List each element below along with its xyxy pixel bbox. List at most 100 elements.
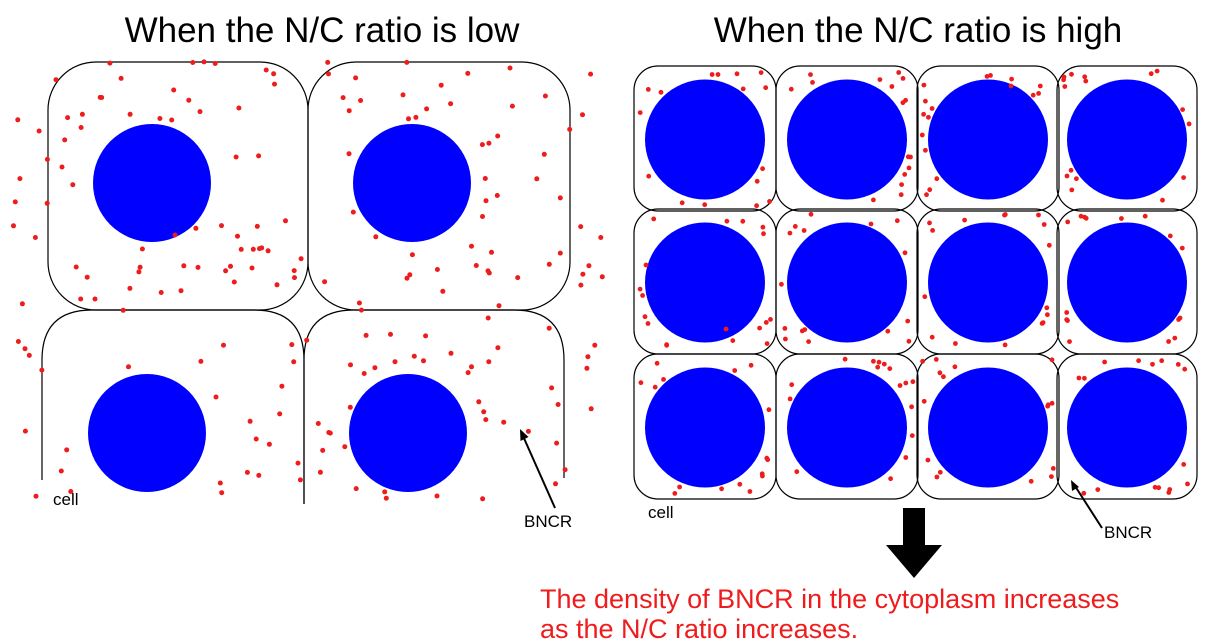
bncr-dot	[198, 358, 204, 364]
bncr-dot	[937, 370, 943, 376]
bncr-dot	[792, 224, 798, 229]
bncr-dot	[730, 338, 736, 343]
bncr-dot	[672, 491, 678, 496]
bncr-dot	[643, 262, 649, 268]
bncr-pointer-arrowhead	[1071, 480, 1079, 491]
bncr-dot	[868, 221, 874, 227]
bncr-dot	[137, 264, 143, 270]
bncr-dot	[480, 214, 485, 219]
down-arrow	[886, 508, 942, 578]
nucleus	[88, 374, 206, 492]
bncr-dot	[1045, 312, 1050, 318]
bncr-dot	[1175, 362, 1181, 367]
bncr-dot	[580, 112, 585, 118]
bncr-dot	[760, 166, 765, 172]
bncr-dot	[291, 359, 297, 365]
bncr-dot	[346, 151, 352, 157]
bncr-dot	[259, 245, 265, 251]
bncr-dot	[909, 404, 914, 410]
bncr-dot	[434, 493, 440, 499]
bncr-dot	[58, 468, 64, 474]
bncr-dot	[754, 203, 759, 209]
bncr-dot	[266, 441, 272, 447]
bncr-dot	[404, 59, 410, 65]
bncr-dot	[664, 342, 670, 348]
bncr-dot	[919, 132, 925, 138]
bncr-dot	[1154, 68, 1160, 74]
bncr-dot	[157, 116, 163, 121]
bncr-dot	[588, 406, 594, 412]
bncr-dot	[934, 176, 940, 182]
bncr-dot	[585, 354, 591, 360]
bncr-dot	[808, 72, 813, 77]
nucleus	[1067, 222, 1187, 343]
bncr-dot	[905, 318, 911, 324]
bncr-dot	[794, 469, 800, 475]
bncr-dot	[586, 263, 592, 269]
nucleus	[93, 124, 211, 242]
bncr-dot	[908, 154, 913, 160]
nucleus	[353, 124, 471, 242]
bncr-dot	[169, 117, 175, 123]
bncr-dot	[438, 82, 444, 88]
bncr-dot	[799, 328, 805, 334]
bncr-dot	[411, 353, 417, 359]
bncr-dot	[637, 286, 643, 292]
nucleus	[787, 222, 907, 343]
bncr-dot	[274, 282, 280, 288]
bncr-dot	[327, 430, 333, 436]
bncr-dot	[929, 334, 935, 340]
bncr-dot	[592, 342, 598, 348]
bncr-dot	[1182, 366, 1188, 372]
bncr-dot	[32, 235, 38, 240]
bncr-dot	[1036, 212, 1041, 218]
bncr-dot	[546, 325, 552, 331]
bncr-dot	[759, 471, 765, 477]
bncr-dot	[599, 274, 605, 280]
bncr-dot	[645, 87, 651, 92]
bncr-dot	[320, 447, 326, 453]
bncr-dot	[1152, 484, 1158, 490]
bncr-dot	[172, 232, 178, 238]
bncr-dot	[358, 98, 364, 103]
bncr-dot	[407, 272, 413, 278]
bncr-dot	[679, 200, 685, 206]
bncr-dot	[1082, 375, 1087, 381]
bncr-dot	[219, 490, 225, 496]
bncr-dot	[1150, 361, 1155, 367]
bncr-dot	[747, 489, 753, 494]
bncr-dot	[228, 263, 233, 269]
bncr-dot	[254, 223, 260, 229]
bncr-dot	[897, 383, 903, 388]
bncr-dot	[929, 106, 935, 111]
bncr-dot	[740, 86, 746, 92]
bncr-dot	[277, 411, 283, 417]
bncr-dot	[1049, 474, 1054, 479]
bncr-dot	[33, 493, 39, 499]
bncr-dot	[36, 128, 42, 134]
bncr-dot	[677, 484, 682, 490]
bncr-dot	[127, 285, 133, 291]
bncr-dot	[1041, 222, 1047, 227]
bncr-dot	[219, 223, 224, 229]
high-ratio-bncr-dots	[637, 68, 1192, 496]
bncr-dot	[501, 419, 507, 425]
bncr-dot	[406, 116, 411, 122]
bncr-dot	[181, 263, 187, 269]
bncr-dot	[876, 359, 882, 365]
bncr-dot	[507, 65, 513, 71]
bncr-dot	[903, 380, 909, 386]
bncr-dot	[392, 359, 398, 365]
bncr-dot	[894, 218, 900, 224]
bncr-dot	[734, 71, 740, 77]
nucleus	[645, 79, 765, 200]
bncr-dot	[136, 269, 142, 275]
bncr-dot	[223, 268, 229, 274]
bncr-dot	[186, 97, 192, 103]
bncr-dot	[658, 89, 664, 95]
bncr-dot	[235, 233, 240, 239]
bncr-dot	[902, 250, 908, 256]
bncr-dot	[495, 133, 501, 139]
bncr-dot	[448, 101, 454, 107]
